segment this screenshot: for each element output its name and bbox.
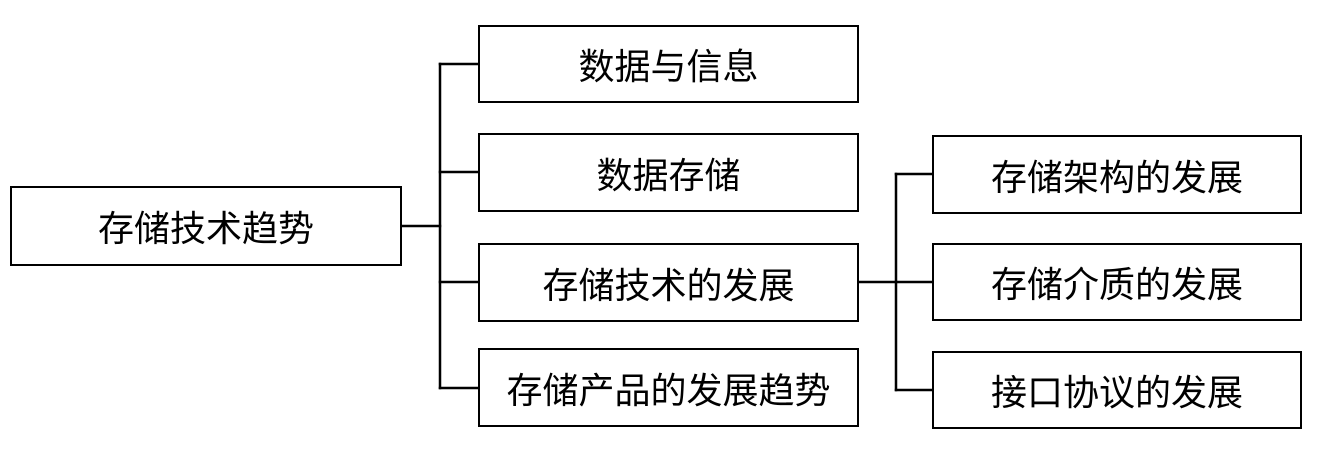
grandchild-node-interface-protocols: 接口协议的发展 [932, 351, 1302, 429]
grandchild-node-storage-architecture: 存储架构的发展 [932, 135, 1302, 214]
root-node: 存储技术趋势 [10, 186, 402, 266]
child-node-storage-product-trends: 存储产品的发展趋势 [478, 348, 859, 427]
grandchild-node-storage-media: 存储介质的发展 [932, 243, 1302, 321]
child-node-storage-technology-development: 存储技术的发展 [478, 243, 859, 322]
child-node-data-storage: 数据存储 [478, 133, 859, 212]
child-node-data-and-information: 数据与信息 [478, 25, 859, 103]
